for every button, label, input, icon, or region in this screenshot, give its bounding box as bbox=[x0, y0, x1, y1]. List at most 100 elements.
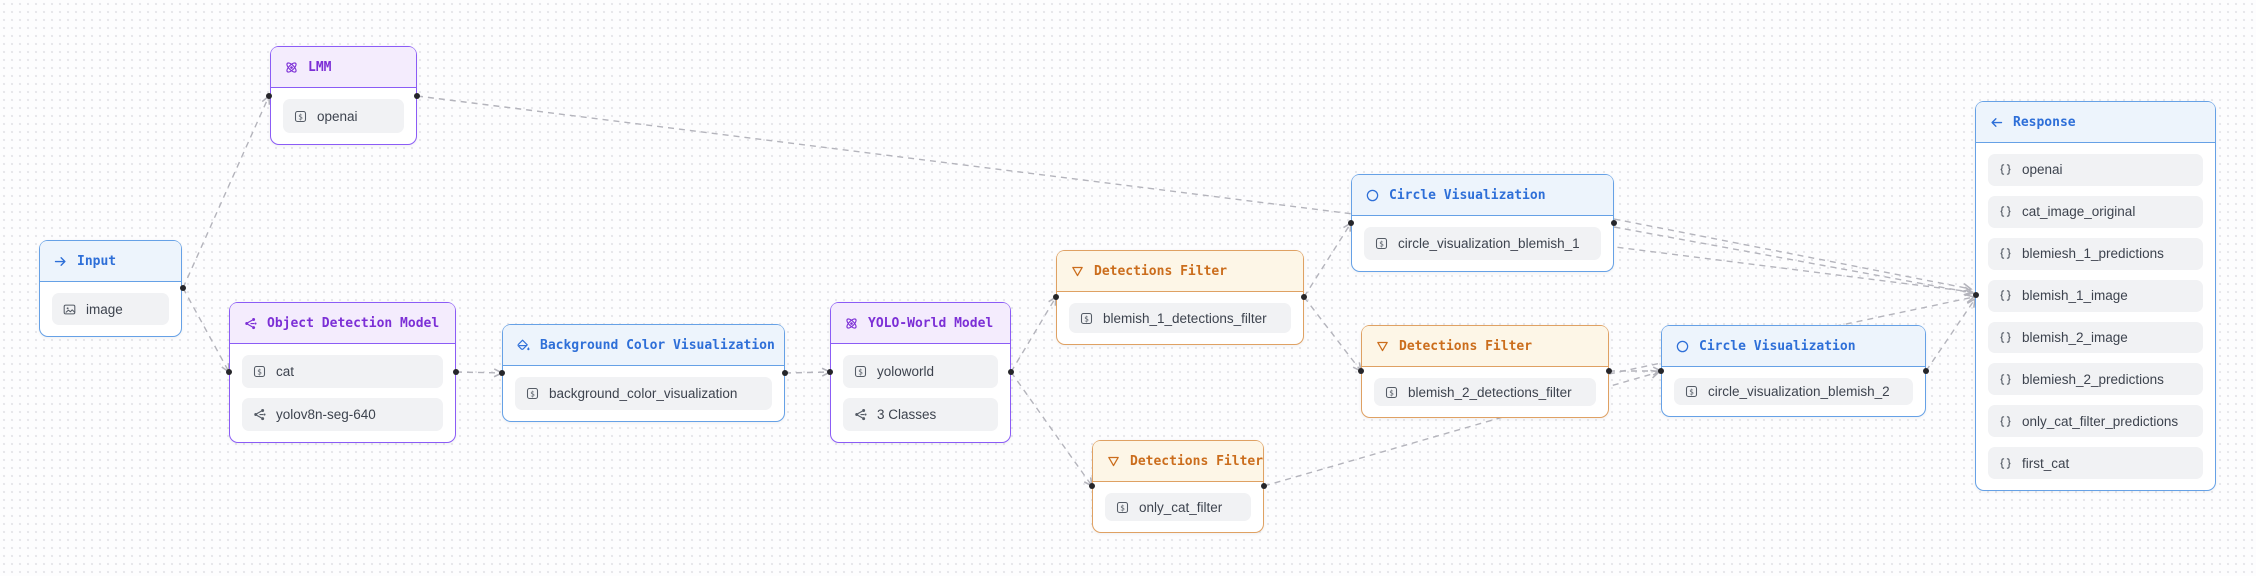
node-title: Detections Filter bbox=[1399, 338, 1533, 354]
circle-icon bbox=[1675, 339, 1690, 354]
node-body: $ only_cat_filter bbox=[1093, 482, 1263, 532]
edge-lmm-to-response bbox=[416, 95, 1972, 292]
edge-odm-to-bcv bbox=[455, 372, 502, 373]
string-icon: $ bbox=[1079, 311, 1094, 326]
node-field[interactable]: image bbox=[52, 293, 169, 325]
node-title: Detections Filter bbox=[1130, 453, 1264, 469]
field-label: first_cat bbox=[2022, 455, 2070, 471]
node-body: $ background_color_visualization bbox=[503, 366, 784, 421]
graph-icon bbox=[243, 316, 258, 331]
field-label: openai bbox=[2022, 162, 2063, 178]
node-title: Background Color Visualization bbox=[540, 337, 775, 353]
field-label: 3 Classes bbox=[877, 407, 937, 422]
node-field[interactable]: blemish_2_image bbox=[1988, 321, 2203, 354]
node-header: LMM bbox=[271, 47, 416, 88]
node-header: Detections Filter bbox=[1057, 251, 1303, 292]
node-field[interactable]: $ circle_visualization_blemish_2 bbox=[1674, 378, 1913, 405]
node-header: Detections Filter bbox=[1362, 326, 1608, 367]
paint-icon bbox=[516, 338, 531, 353]
node-field[interactable]: $yoloworld bbox=[843, 355, 998, 388]
node-body: $ openai bbox=[271, 88, 416, 144]
node-title: Response bbox=[2013, 114, 2076, 130]
node-title: Object Detection Model bbox=[267, 315, 440, 331]
node-body: $yoloworld 3 Classes bbox=[831, 344, 1010, 442]
svg-text:$: $ bbox=[1120, 503, 1125, 512]
node-header: Detections Filter bbox=[1093, 441, 1263, 482]
node-odm[interactable]: Object Detection Model $ cat yolov8n-seg-64… bbox=[229, 302, 456, 443]
node-field[interactable]: blemish_1_image bbox=[1988, 279, 2203, 312]
node-df3[interactable]: Detections Filter $ only_cat_filter bbox=[1092, 440, 1264, 533]
node-field[interactable]: $blemish_2_detections_filter bbox=[1374, 378, 1596, 406]
string-icon: $ bbox=[252, 364, 267, 379]
node-field[interactable]: openai bbox=[1988, 154, 2203, 186]
field-label: only_cat_filter bbox=[1139, 499, 1223, 515]
arrow-left-icon bbox=[1989, 115, 2004, 130]
node-field[interactable]: only_cat_filter_predictions bbox=[1988, 405, 2203, 438]
arrow-right-icon bbox=[53, 254, 68, 269]
node-field[interactable]: blemiesh_2_predictions bbox=[1988, 363, 2203, 396]
field-label: openai bbox=[317, 108, 358, 124]
field-label: circle_visualization_blemish_2 bbox=[1708, 384, 1890, 399]
node-lmm[interactable]: LMM $ openai bbox=[270, 46, 417, 145]
string-icon: $ bbox=[1384, 385, 1399, 400]
node-body: $circle_visualization_blemish_1 bbox=[1352, 216, 1613, 271]
edge-yolo-to-df1 bbox=[1010, 297, 1056, 373]
node-cv2[interactable]: Circle Visualization $ circle_visualizatio… bbox=[1661, 325, 1926, 417]
svg-text:$: $ bbox=[1379, 239, 1384, 248]
string-icon: $ bbox=[1684, 384, 1699, 399]
graph-icon bbox=[853, 407, 868, 422]
node-input[interactable]: Input image bbox=[39, 240, 182, 337]
field-label: blemish_1_image bbox=[2022, 288, 2128, 304]
node-field[interactable]: $ background_color_visualization bbox=[515, 377, 772, 410]
node-field[interactable]: first_cat bbox=[1988, 447, 2203, 479]
edge-df1-to-df2 bbox=[1303, 296, 1361, 371]
string-icon: $ bbox=[853, 364, 868, 379]
image-icon bbox=[62, 302, 77, 317]
node-cv1[interactable]: Circle Visualization$circle_visualizatio… bbox=[1351, 174, 1614, 272]
braces-icon bbox=[1998, 246, 2013, 261]
node-df2[interactable]: Detections Filter $blemish_2_detections_f… bbox=[1361, 325, 1609, 418]
field-label: cat_image_original bbox=[2022, 204, 2136, 220]
node-field[interactable]: blemiesh_1_predictions bbox=[1988, 237, 2203, 270]
atom-icon bbox=[284, 60, 299, 75]
node-body: $ blemish_1_detections_filter bbox=[1057, 292, 1303, 344]
node-field[interactable]: $circle_visualization_blemish_1 bbox=[1364, 227, 1601, 260]
svg-text:$: $ bbox=[1689, 387, 1694, 396]
node-body: $ cat yolov8n-seg-640 bbox=[230, 344, 455, 442]
funnel-icon bbox=[1375, 339, 1390, 354]
field-label: blemish_1_detections_filter bbox=[1103, 310, 1267, 326]
node-title: LMM bbox=[308, 59, 332, 75]
node-body: openai cat_image_original blemiesh_1_predi… bbox=[1976, 143, 2215, 490]
node-df1[interactable]: Detections Filter $ blemish_1_detections_f… bbox=[1056, 250, 1304, 345]
node-field[interactable]: $ only_cat_filter bbox=[1105, 493, 1251, 521]
node-field[interactable]: $ blemish_1_detections_filter bbox=[1069, 303, 1291, 333]
braces-icon bbox=[1998, 288, 2013, 303]
field-label: image bbox=[86, 301, 123, 317]
edge-cv2-to-response bbox=[1925, 299, 1975, 372]
svg-text:$: $ bbox=[858, 367, 863, 376]
node-field[interactable]: 3 Classes bbox=[843, 398, 998, 431]
edge-df1-to-cv1 bbox=[1303, 223, 1351, 298]
funnel-icon bbox=[1070, 264, 1085, 279]
field-label: background_color_visualization bbox=[549, 386, 738, 401]
svg-text:$: $ bbox=[298, 112, 303, 121]
field-label: cat bbox=[276, 364, 295, 379]
node-header: Input bbox=[40, 241, 181, 282]
node-header: Background Color Visualization bbox=[503, 325, 784, 366]
node-response[interactable]: Response openai cat_image_original blemiesh… bbox=[1975, 101, 2216, 491]
node-bcv[interactable]: Background Color Visualization $ backgroun… bbox=[502, 324, 785, 422]
braces-icon bbox=[1998, 372, 2013, 387]
node-field[interactable]: cat_image_original bbox=[1988, 195, 2203, 228]
node-field[interactable]: $ cat bbox=[242, 355, 443, 388]
node-header: Response bbox=[1976, 102, 2215, 143]
node-field[interactable]: yolov8n-seg-640 bbox=[242, 398, 443, 431]
node-header: Circle Visualization bbox=[1662, 326, 1925, 367]
string-icon: $ bbox=[525, 386, 540, 401]
node-field[interactable]: $ openai bbox=[283, 99, 404, 133]
string-icon: $ bbox=[1115, 500, 1130, 515]
edge-input-to-lmm bbox=[182, 96, 269, 289]
node-title: Circle Visualization bbox=[1699, 338, 1856, 354]
